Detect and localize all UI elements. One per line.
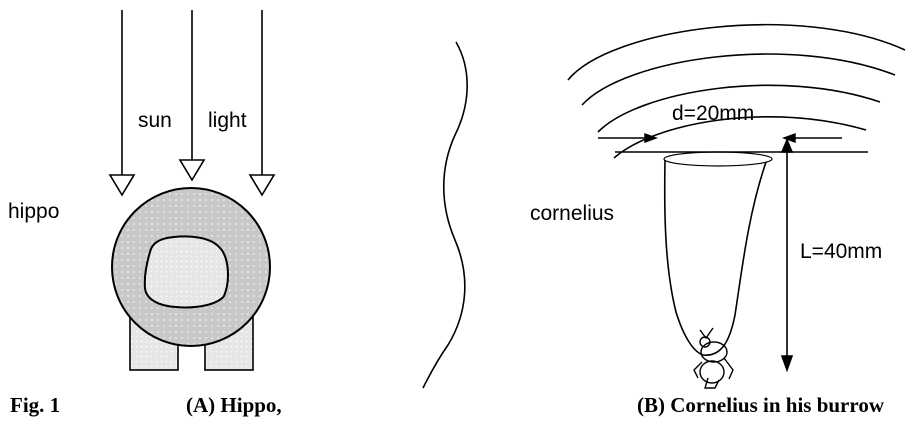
light-label: light [208, 109, 247, 132]
length-label: L=40mm [800, 240, 882, 263]
wavy-separator [423, 42, 467, 388]
sun-label: sun [138, 109, 172, 132]
hippo-label: hippo [8, 200, 59, 223]
hippo-inner-region [145, 236, 228, 307]
panel-b-burrow: d=20mm cornelius L=40mm [530, 25, 905, 388]
cornelius-label: cornelius [530, 202, 614, 225]
burrow-wall [665, 160, 766, 355]
sun-light-rays [110, 10, 274, 195]
diameter-arrows [598, 134, 842, 142]
burrow-opening [664, 152, 772, 166]
figure-caption: Fig. 1 (A) Hippo, (B) Cornelius in his b… [10, 393, 885, 417]
length-arrow [782, 140, 792, 370]
figure-number: Fig. 1 [10, 393, 60, 417]
cornelius-cricket [694, 328, 733, 388]
diameter-label: d=20mm [672, 102, 754, 125]
panel-a-hippo: sun light hippo [8, 10, 274, 370]
caption-part-a: (A) Hippo, [186, 393, 282, 417]
caption-part-b: (B) Cornelius in his burrow [637, 393, 885, 417]
